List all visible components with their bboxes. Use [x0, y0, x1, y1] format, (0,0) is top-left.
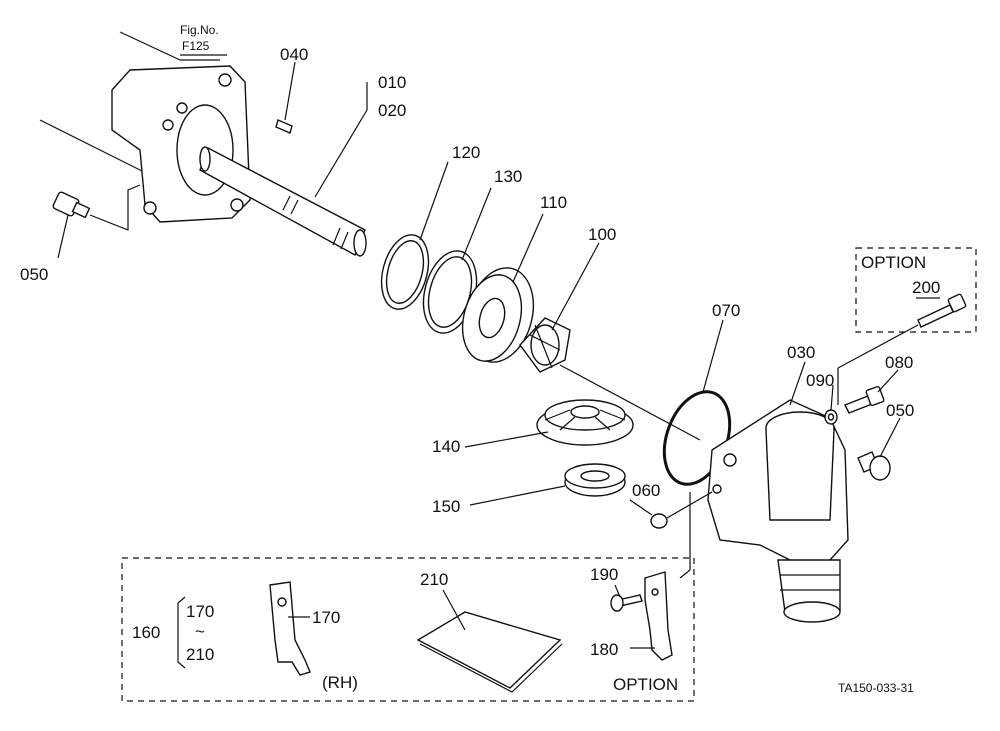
sheet-210 — [416, 611, 563, 693]
fig-number: F125 — [182, 39, 210, 53]
label-060: 060 — [632, 481, 660, 500]
label-150: 150 — [432, 497, 460, 516]
leader-lines — [57, 54, 940, 649]
bevel-pinion — [519, 317, 571, 373]
label-180: 180 — [590, 640, 618, 659]
label-210-range-end: 210 — [186, 645, 214, 664]
bolt-200 — [837, 293, 967, 405]
bracket-180 — [644, 571, 673, 661]
option-kit-box — [121, 557, 695, 702]
label-090: 090 — [806, 371, 834, 390]
label-210: 210 — [420, 570, 448, 589]
label-170: 170 — [312, 608, 340, 627]
ball-bearing-150 — [564, 463, 626, 497]
label-030: 030 — [787, 343, 815, 362]
label-020: 020 — [378, 101, 406, 120]
washer-090 — [824, 409, 838, 425]
bolt-080 — [844, 385, 885, 414]
option-label-upper: OPTION — [861, 253, 926, 272]
range-tilde: ~ — [195, 622, 205, 641]
plug-left — [52, 184, 141, 231]
option-label-lower: OPTION — [613, 675, 678, 694]
label-050-left: 050 — [20, 265, 48, 284]
label-070: 070 — [712, 301, 740, 320]
label-160: 160 — [132, 623, 160, 642]
reference-code: TA150-033-31 — [838, 681, 914, 695]
rh-label: (RH) — [322, 673, 358, 692]
label-120: 120 — [452, 143, 480, 162]
shim-ring — [422, 250, 478, 334]
label-200: 200 — [912, 278, 940, 297]
fig-label: Fig.No. — [180, 23, 219, 37]
label-130: 130 — [494, 167, 522, 186]
housing-flange — [39, 31, 251, 223]
label-110: 110 — [540, 193, 567, 212]
ball-bearing-110 — [461, 267, 535, 363]
option-box-upper — [855, 247, 977, 333]
label-190: 190 — [590, 565, 618, 584]
label-100: 100 — [588, 225, 616, 244]
label-080: 080 — [885, 353, 913, 372]
label-170-range-start: 170 — [186, 602, 214, 621]
label-040: 040 — [280, 45, 308, 64]
label-140: 140 — [432, 437, 460, 456]
bolt-190 — [610, 594, 643, 612]
pin — [275, 119, 293, 134]
shaft — [199, 146, 367, 257]
label-010: 010 — [378, 73, 406, 92]
gear-case — [707, 399, 849, 623]
bevel-gear — [536, 399, 634, 446]
plug-right — [857, 451, 891, 481]
bracket-170 — [269, 581, 311, 676]
snap-ring — [380, 234, 430, 310]
bracket-brace-160 — [177, 596, 186, 669]
label-050-right: 050 — [886, 401, 914, 420]
